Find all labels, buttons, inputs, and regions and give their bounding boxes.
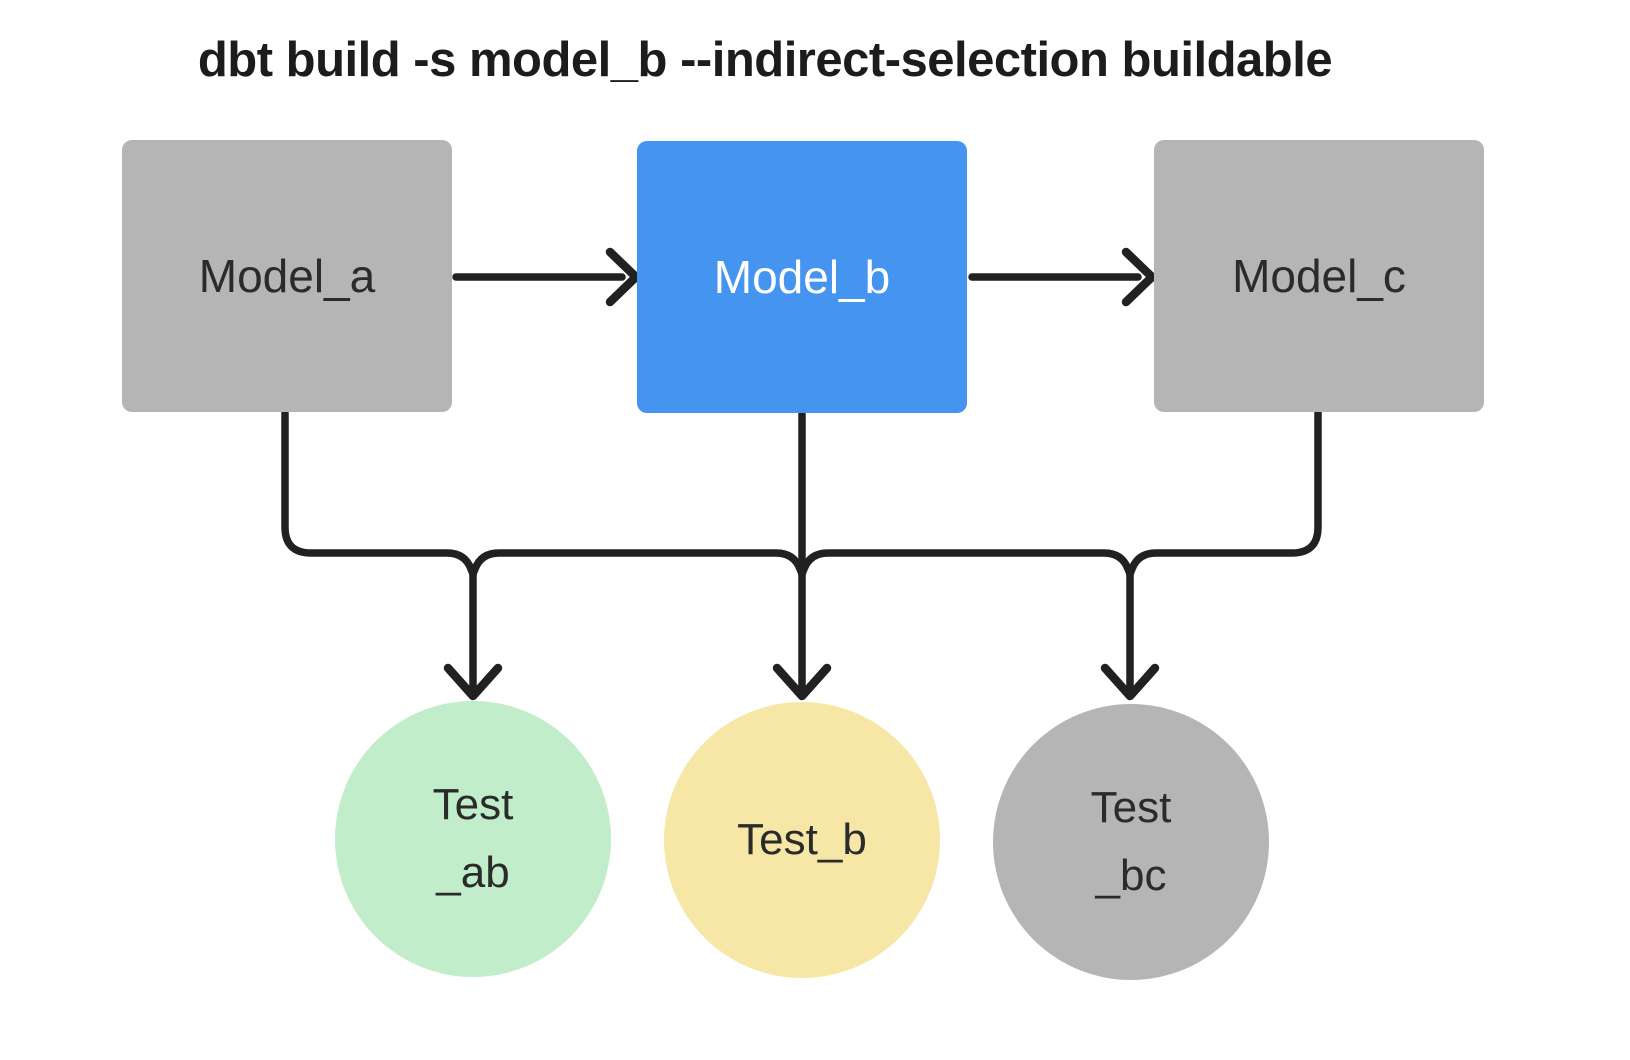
node-model-a[interactable]: Model_a (122, 140, 452, 412)
edge-drop-test-bc (1100, 566, 1160, 701)
edge-model-a-to-bus (281, 409, 477, 578)
edge-drop-test-b (772, 410, 832, 701)
node-test-ab-label-line2: _ab (436, 848, 510, 897)
node-test-bc[interactable]: Test _bc (993, 704, 1269, 980)
edge-model-a-to-model-b (452, 247, 641, 307)
node-test-b[interactable]: Test_b (664, 702, 940, 978)
diagram-title: dbt build -s model_b --indirect-selectio… (197, 33, 1333, 87)
edge-drop-test-ab (443, 566, 503, 701)
node-test-bc-label-line1: Test (1090, 782, 1172, 832)
edge-bus-segment-2 (798, 549, 1134, 578)
node-test-b-label-line1: Test_b (737, 814, 867, 864)
edge-bus-segment-1 (469, 549, 806, 578)
node-test-bc-label-line2: _bc (1095, 851, 1167, 900)
node-model-c[interactable]: Model_c (1154, 140, 1484, 412)
node-model-b-label: Model_b (713, 251, 891, 303)
node-model-c-label: Model_c (1232, 250, 1406, 302)
node-test-ab-label-line1: Test (432, 779, 514, 829)
node-model-a-label: Model_a (198, 250, 376, 302)
node-model-b[interactable]: Model_b (637, 141, 967, 413)
node-test-ab[interactable]: Test _ab (335, 701, 611, 977)
edge-model-b-to-model-c (968, 247, 1157, 307)
edge-bus-to-model-c (1126, 409, 1322, 578)
